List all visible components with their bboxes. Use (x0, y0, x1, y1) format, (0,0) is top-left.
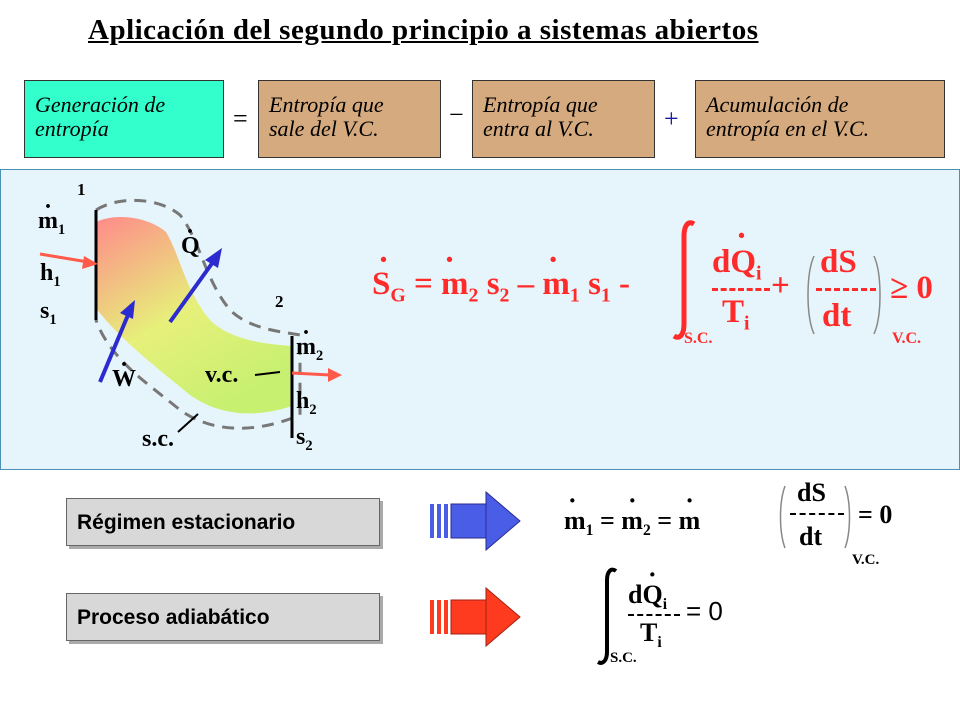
steady-vc-subscript: V.C. (852, 552, 880, 568)
heat-arrow (205, 248, 222, 268)
accumulation-line2: entropía en el V.C. (706, 116, 870, 141)
dt-denominator: dt (822, 298, 852, 334)
w-label: · W (112, 352, 136, 392)
steady-ds: dS (797, 478, 826, 507)
ds-numerator: dS (820, 244, 857, 280)
ds-fraction-bar (816, 288, 876, 291)
geq-zero: ≥ 0 (890, 270, 933, 306)
s1-label: s1 (40, 298, 57, 328)
equation-plus: + (771, 268, 790, 304)
sg-term: · SG (372, 242, 406, 307)
control-volume-diagram (39, 198, 342, 438)
steady-arrow (430, 490, 521, 552)
adiabatic-dqi: · dQi (628, 560, 668, 614)
m1-dot: · (44, 194, 53, 220)
generation-line2: entropía (35, 116, 109, 141)
dqi-fraction-bar (712, 288, 770, 291)
steady-fraction-bar (790, 513, 844, 515)
q-label: · Q (181, 219, 200, 259)
steady-eq-zero: = 0 (858, 500, 893, 529)
outflow-arrow (328, 368, 342, 382)
op-minus: − (449, 100, 464, 129)
m2-label: · m2 (296, 320, 324, 364)
m1-label: · m1 (38, 194, 66, 238)
op-plus: + (664, 104, 679, 133)
sc-label: s.c. (142, 426, 174, 452)
adiabatic-sc-subscript: S.C. (610, 650, 637, 666)
vc-pointer (254, 371, 281, 376)
integral-sign (672, 220, 696, 340)
generation-box: Generación de entropía (24, 80, 224, 158)
m1-term: · – m1 (517, 242, 580, 307)
sc-subscript: S.C. (684, 330, 713, 347)
steady-state-label: Régimen estacionario (66, 498, 380, 546)
op-equals: = (233, 104, 248, 133)
steady-dt: dt (799, 522, 823, 551)
control-surface-outline (94, 198, 302, 430)
adiabatic-process-label: Proceso adiabático (66, 593, 380, 641)
q-dot: · (186, 219, 195, 245)
entering-box: Entropía que entra al V.C. (472, 80, 655, 158)
steady-vc-bracket (779, 485, 851, 549)
entering-line1: Entropía que (483, 92, 598, 117)
entropy-equation: · SG · = m2 s2 · – m1 s1 - (372, 242, 631, 307)
control-volume-shape (96, 217, 292, 414)
dqi-numerator: · dQi (712, 218, 762, 285)
adiabatic-eq-zero: = 0 (686, 596, 723, 626)
sc-pointer (177, 413, 199, 433)
h2-label: h2 (296, 388, 317, 418)
adiabatic-ti: Ti (640, 618, 662, 652)
generation-line1: Generación de (35, 92, 166, 117)
leaving-line1: Entropía que (269, 92, 384, 117)
vc-label: v.c. (205, 362, 239, 388)
leaving-box: Entropía que sale del V.C. (258, 80, 441, 158)
entering-line2: entra al V.C. (483, 116, 594, 141)
s2-label: s2 (296, 424, 313, 454)
station-1-label: 1 (77, 180, 86, 199)
m2-term: · = m2 (414, 242, 479, 307)
accumulation-line1: Acumulación de (706, 92, 849, 117)
station-2-label: 2 (275, 292, 284, 311)
vc-subscript: V.C. (892, 330, 922, 347)
adiabatic-arrow (430, 586, 521, 648)
page-title: Aplicación del segundo principio a siste… (88, 14, 759, 46)
vc-bracket (807, 255, 881, 335)
accumulation-box: Acumulación de entropía en el V.C. (695, 80, 945, 158)
m2-dot: · (302, 320, 311, 346)
h1-label: h1 (40, 260, 61, 290)
w-dot: · (120, 352, 129, 378)
mass-balance-equation: · m1 · = m2 · = m (564, 486, 701, 540)
adiabatic-integral-sign (596, 567, 618, 665)
leaving-line2: sale del V.C. (269, 116, 379, 141)
ti-denominator: Ti (722, 294, 750, 335)
work-arrow (120, 300, 135, 319)
adiabatic-fraction-bar (628, 614, 680, 616)
inflow-arrow (82, 256, 98, 269)
